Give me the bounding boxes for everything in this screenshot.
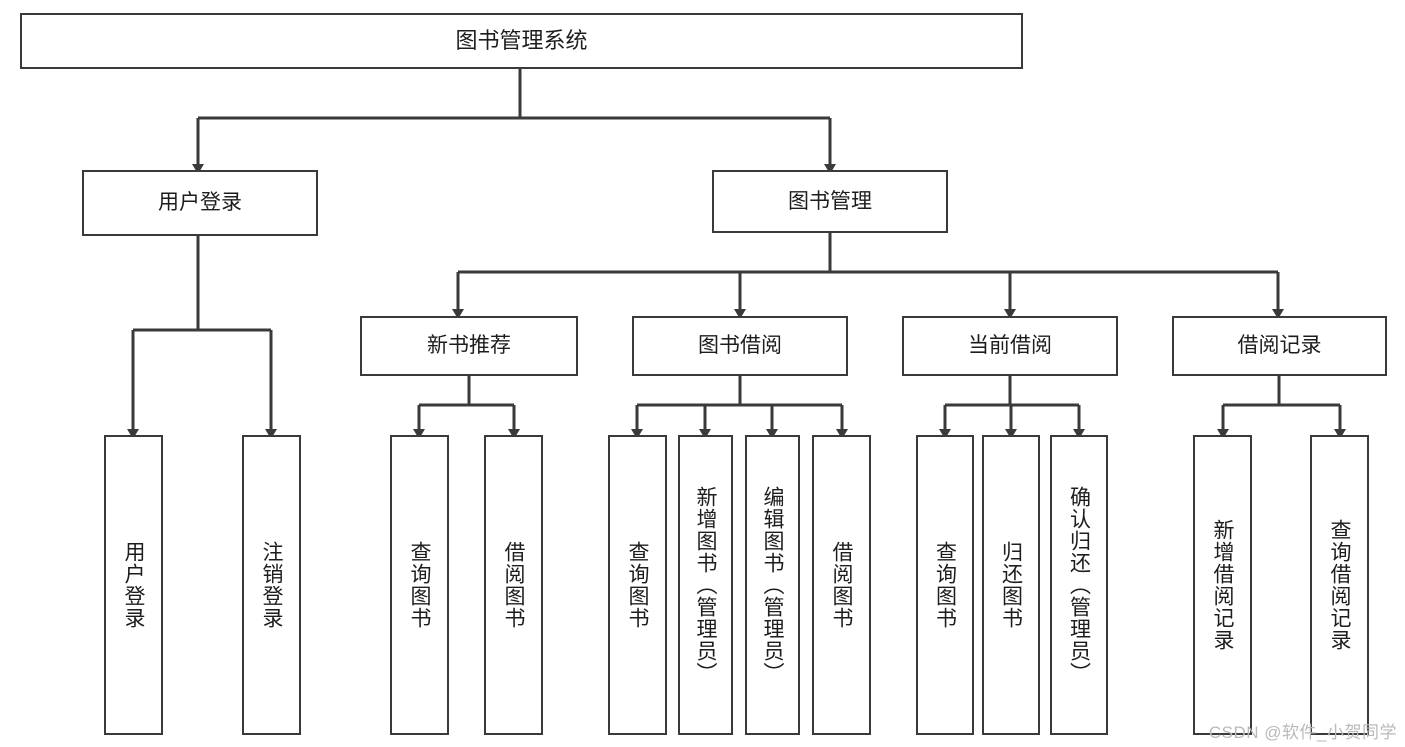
node-label: 借阅图书: [830, 541, 853, 629]
node-label: 确认归还（管理员）: [1067, 486, 1091, 684]
node-label: 查询借阅记录: [1328, 519, 1351, 651]
leaf-user-logout[interactable]: 注销登录: [242, 435, 301, 735]
node-label: 借阅图书: [502, 541, 525, 629]
csdn-watermark: CSDN @软件_小贺同学: [1208, 723, 1397, 742]
node-label: 查询图书: [626, 541, 649, 629]
node-label: 编辑图书（管理员）: [761, 486, 784, 684]
leaf-user-login[interactable]: 用户登录: [104, 435, 163, 735]
node-book-borrow[interactable]: 图书借阅: [632, 316, 848, 376]
node-label: 注销登录: [260, 541, 283, 629]
leaf-record-add-record[interactable]: 新增借阅记录: [1193, 435, 1252, 735]
node-new-book-recommend[interactable]: 新书推荐: [360, 316, 578, 376]
node-user-login[interactable]: 用户登录: [82, 170, 318, 236]
leaf-borrow-edit-book-admin[interactable]: 编辑图书（管理员）: [745, 435, 800, 735]
node-label: 归还图书: [999, 541, 1023, 629]
node-label: 图书管理系统: [455, 27, 588, 53]
node-book-management[interactable]: 图书管理: [712, 170, 948, 233]
node-label: 当前借阅: [968, 334, 1052, 358]
leaf-current-confirm-return-admin[interactable]: 确认归还（管理员）: [1050, 435, 1108, 735]
node-label: 图书借阅: [698, 334, 782, 358]
leaf-current-return-book[interactable]: 归还图书: [982, 435, 1040, 735]
node-root-system[interactable]: 图书管理系统: [20, 13, 1023, 69]
node-current-borrow[interactable]: 当前借阅: [902, 316, 1118, 376]
node-borrow-record[interactable]: 借阅记录: [1172, 316, 1387, 376]
leaf-recommend-query-book[interactable]: 查询图书: [390, 435, 449, 735]
node-label: 借阅记录: [1237, 334, 1322, 358]
leaf-current-query-book[interactable]: 查询图书: [916, 435, 974, 735]
leaf-borrow-query-book[interactable]: 查询图书: [608, 435, 667, 735]
node-label: 用户登录: [158, 191, 242, 215]
leaf-record-query-record[interactable]: 查询借阅记录: [1310, 435, 1369, 735]
leaf-borrow-borrow-book[interactable]: 借阅图书: [812, 435, 871, 735]
node-label: 查询图书: [408, 541, 431, 629]
leaf-recommend-borrow-book[interactable]: 借阅图书: [484, 435, 543, 735]
node-label: 查询图书: [933, 541, 957, 629]
node-label: 新书推荐: [427, 334, 511, 358]
node-label: 用户登录: [122, 541, 145, 629]
node-label: 图书管理: [788, 189, 872, 213]
node-label: 新增图书（管理员）: [694, 486, 717, 684]
node-label: 新增借阅记录: [1211, 519, 1234, 651]
leaf-borrow-add-book-admin[interactable]: 新增图书（管理员）: [678, 435, 733, 735]
